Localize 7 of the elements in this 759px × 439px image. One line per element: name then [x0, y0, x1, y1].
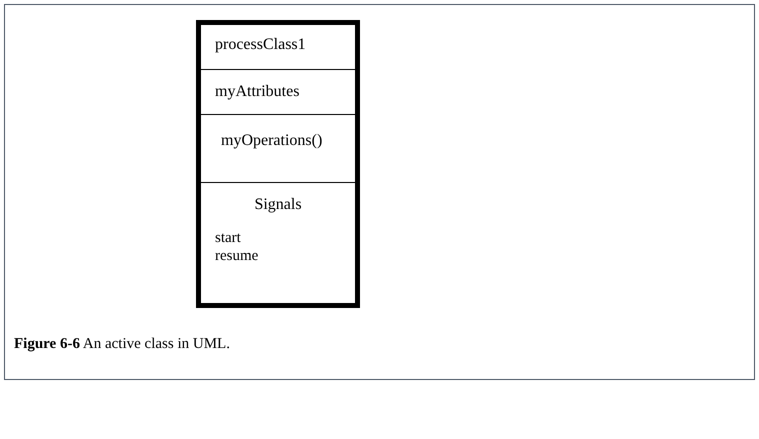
compartment-text: start resume — [215, 229, 260, 265]
compartment-text: processClass1 — [215, 35, 307, 55]
figure-caption: Figure 6-6 An active class in UML. — [14, 335, 230, 354]
compartment-heading: Signals — [254, 195, 302, 215]
compartment-text: myOperations() — [221, 131, 324, 151]
compartment-text: myAttributes — [215, 82, 300, 102]
active-class-box — [196, 20, 360, 308]
